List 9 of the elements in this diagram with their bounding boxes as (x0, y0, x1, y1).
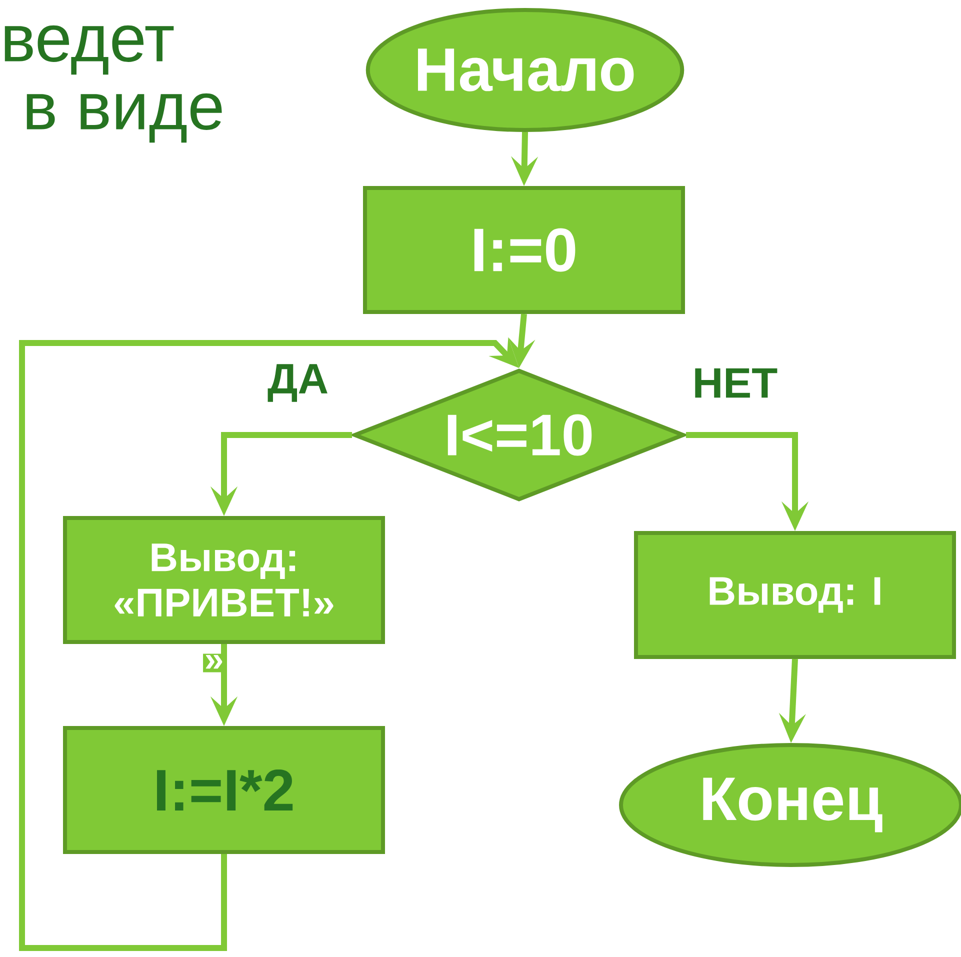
process-box: I:=I*2 (63, 726, 385, 854)
edge-label: ДА (266, 362, 330, 404)
process-box: Вывод: «ПРИВЕТ!» (63, 516, 385, 644)
process-box: Вывод: I (634, 531, 956, 659)
process-box: I:=0 (363, 186, 685, 314)
heading-text: ведет (4, 25, 174, 75)
stray-mark: » (203, 654, 225, 672)
heading-text: в виде (26, 93, 222, 143)
edge-label: НЕТ (691, 367, 779, 399)
